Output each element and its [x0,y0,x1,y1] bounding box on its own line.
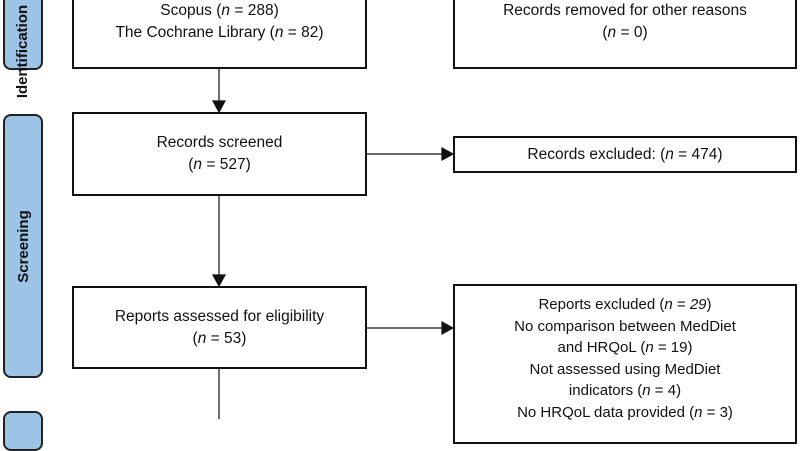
arrowhead-icon [441,146,455,162]
arrowhead-icon [211,274,227,288]
records-removed-box: Records removed for other reasons (n = 0… [453,0,797,69]
records-screened-box: Records screened (n = 527) [72,112,367,196]
identification-box: Scopus (n = 288) The Cochrane Library (n… [72,0,367,69]
reports-assessed-box: Reports assessed for eligibility (n = 53… [72,286,367,369]
reports-excluded-box: Reports excluded (n = 29) No comparison … [453,284,797,444]
phase-label-screening: Screening [3,114,43,378]
connectors [211,69,455,419]
records-excluded-box: Records excluded: (n = 474) [453,136,797,173]
arrowhead-icon [441,320,455,336]
phase-label-identification: Identification [3,0,43,98]
arrowhead-icon [211,100,227,114]
